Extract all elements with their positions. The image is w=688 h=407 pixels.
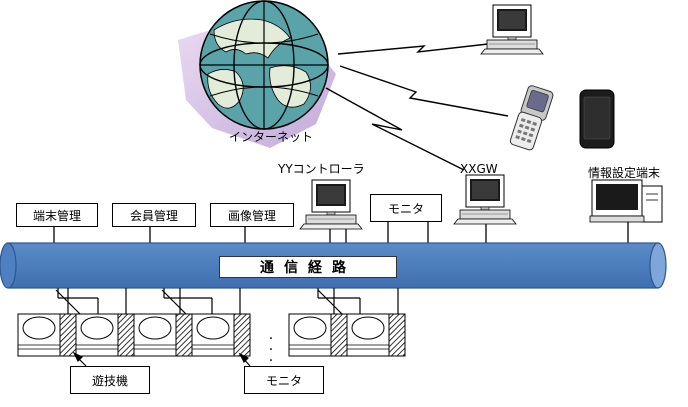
game-machine-bank-right (288, 313, 406, 357)
communication-bus-label: 通信経路 (219, 256, 397, 278)
internet-pc-icon (480, 4, 544, 55)
internet-pc-link (337, 43, 489, 55)
terminal-management-box: 端末管理 (16, 203, 98, 227)
bus-connectors-top (53, 222, 629, 243)
game-machine-bank-left (17, 313, 251, 357)
xxgw-pc-icon (453, 174, 517, 225)
monitor-callout: モニタ (244, 366, 324, 394)
internet-xxgw-link (325, 87, 465, 171)
internet-globe-icon (178, 0, 336, 148)
yy-controller-pc-icon (299, 179, 363, 230)
game-machine-callout: 遊技機 (70, 366, 150, 394)
bus-connectors-bottom (55, 288, 399, 315)
continuation-dots: ··· (268, 331, 274, 369)
yy-controller-label: YYコントローラ (278, 162, 365, 176)
monitor-box-top: モニタ (370, 194, 442, 222)
wireless-links (325, 43, 509, 171)
info-terminal-icon (589, 179, 663, 223)
smartphone-icon (579, 89, 615, 149)
communication-bus (0, 242, 667, 289)
internet-mobile-link (339, 65, 509, 117)
xxgw-label: XXGW (460, 162, 498, 176)
flip-phone-icon (509, 85, 554, 151)
info-terminal-label: 情報設定端末 (588, 166, 661, 180)
image-management-box: 画像管理 (210, 203, 294, 227)
callout-arrows (72, 351, 251, 367)
internet-label: インターネット (229, 130, 314, 144)
member-management-box: 会員管理 (112, 203, 196, 227)
